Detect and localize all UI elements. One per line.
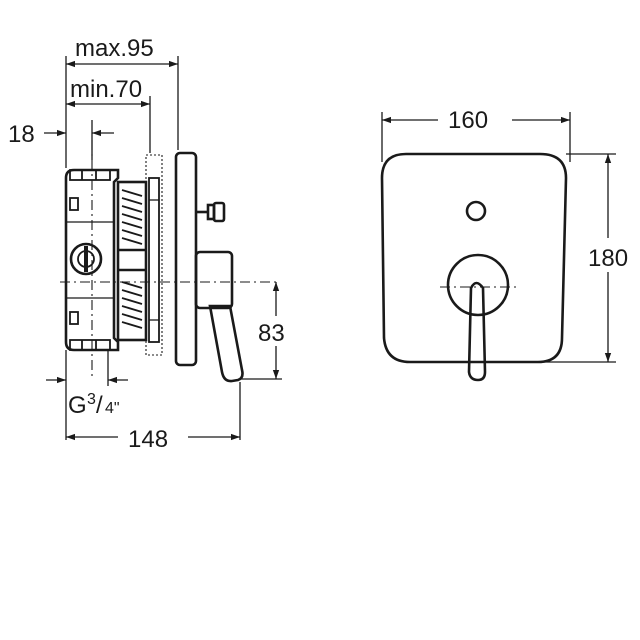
total-depth-label: 148 [128,426,168,453]
thread-den: 4" [105,400,120,417]
lever-handle-side [194,250,244,383]
thread-label: G [68,392,87,419]
handle-height-label: 83 [258,320,285,347]
side-dimensions: max.95 min.70 18 G 3 / 4" 148 83 [8,35,296,453]
wall-plate-side [174,151,198,367]
valve-body [64,168,120,352]
thread-main: G [68,392,87,419]
max-depth-label: max.95 [75,35,154,62]
handle-rosette [446,253,510,317]
side-view [60,140,276,383]
plate-width-label: 160 [448,107,488,134]
setting-zone [145,154,163,356]
thread-slash: / [96,392,103,419]
front-dimensions: 160 180 [381,104,638,363]
lever-handle-front [467,281,487,382]
diverter-hole [465,200,487,222]
min-depth-label: min.70 [70,76,142,103]
plate-height-label: 180 [588,245,628,272]
diverter-knob [196,201,226,223]
front-view [380,152,568,382]
cover-plate [380,152,568,364]
thread-num: 3 [87,391,96,408]
inlet-port [69,242,103,276]
offset-label: 18 [8,121,35,148]
cartridge-ribs [116,180,148,342]
